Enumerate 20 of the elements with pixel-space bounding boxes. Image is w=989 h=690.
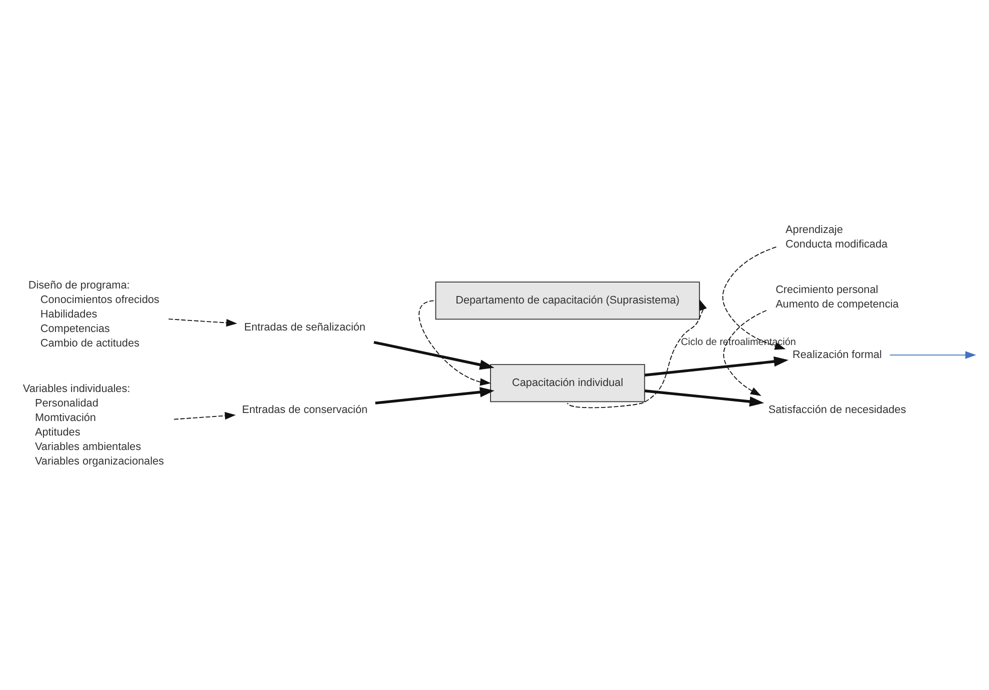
node-text: Diseño de programa: Conocimientos ofrecidos Habilidades Competencias Cambio de actitudes <box>28 278 160 349</box>
node-text: Aprendizaje Conducta modificada <box>786 224 888 250</box>
arrow <box>644 389 764 406</box>
node-text: Variables individuales: Personalidad Momtivación Aptitudes Variables ambientales Variables organizacionales <box>22 382 164 467</box>
arrow <box>418 300 491 386</box>
arrow <box>375 386 494 404</box>
node-text: Entradas de señalización <box>244 321 366 334</box>
node-text: Realización formal <box>792 348 882 360</box>
node-text: Satisfacción de necesidades <box>768 404 906 416</box>
arrow <box>722 246 786 350</box>
node-box: Capacitación individual <box>490 364 646 402</box>
arrow <box>567 298 707 408</box>
node-box: Departamento de capacitación (Suprasistema) <box>435 281 700 320</box>
arrow <box>889 350 976 358</box>
node-text: Entradas de conservación <box>242 404 368 416</box>
arrow <box>174 411 236 420</box>
arrow <box>644 356 788 376</box>
arrow <box>374 340 494 370</box>
arrow <box>168 318 238 326</box>
node-text: Crecimiento personal Aumento de competencia <box>776 284 899 310</box>
